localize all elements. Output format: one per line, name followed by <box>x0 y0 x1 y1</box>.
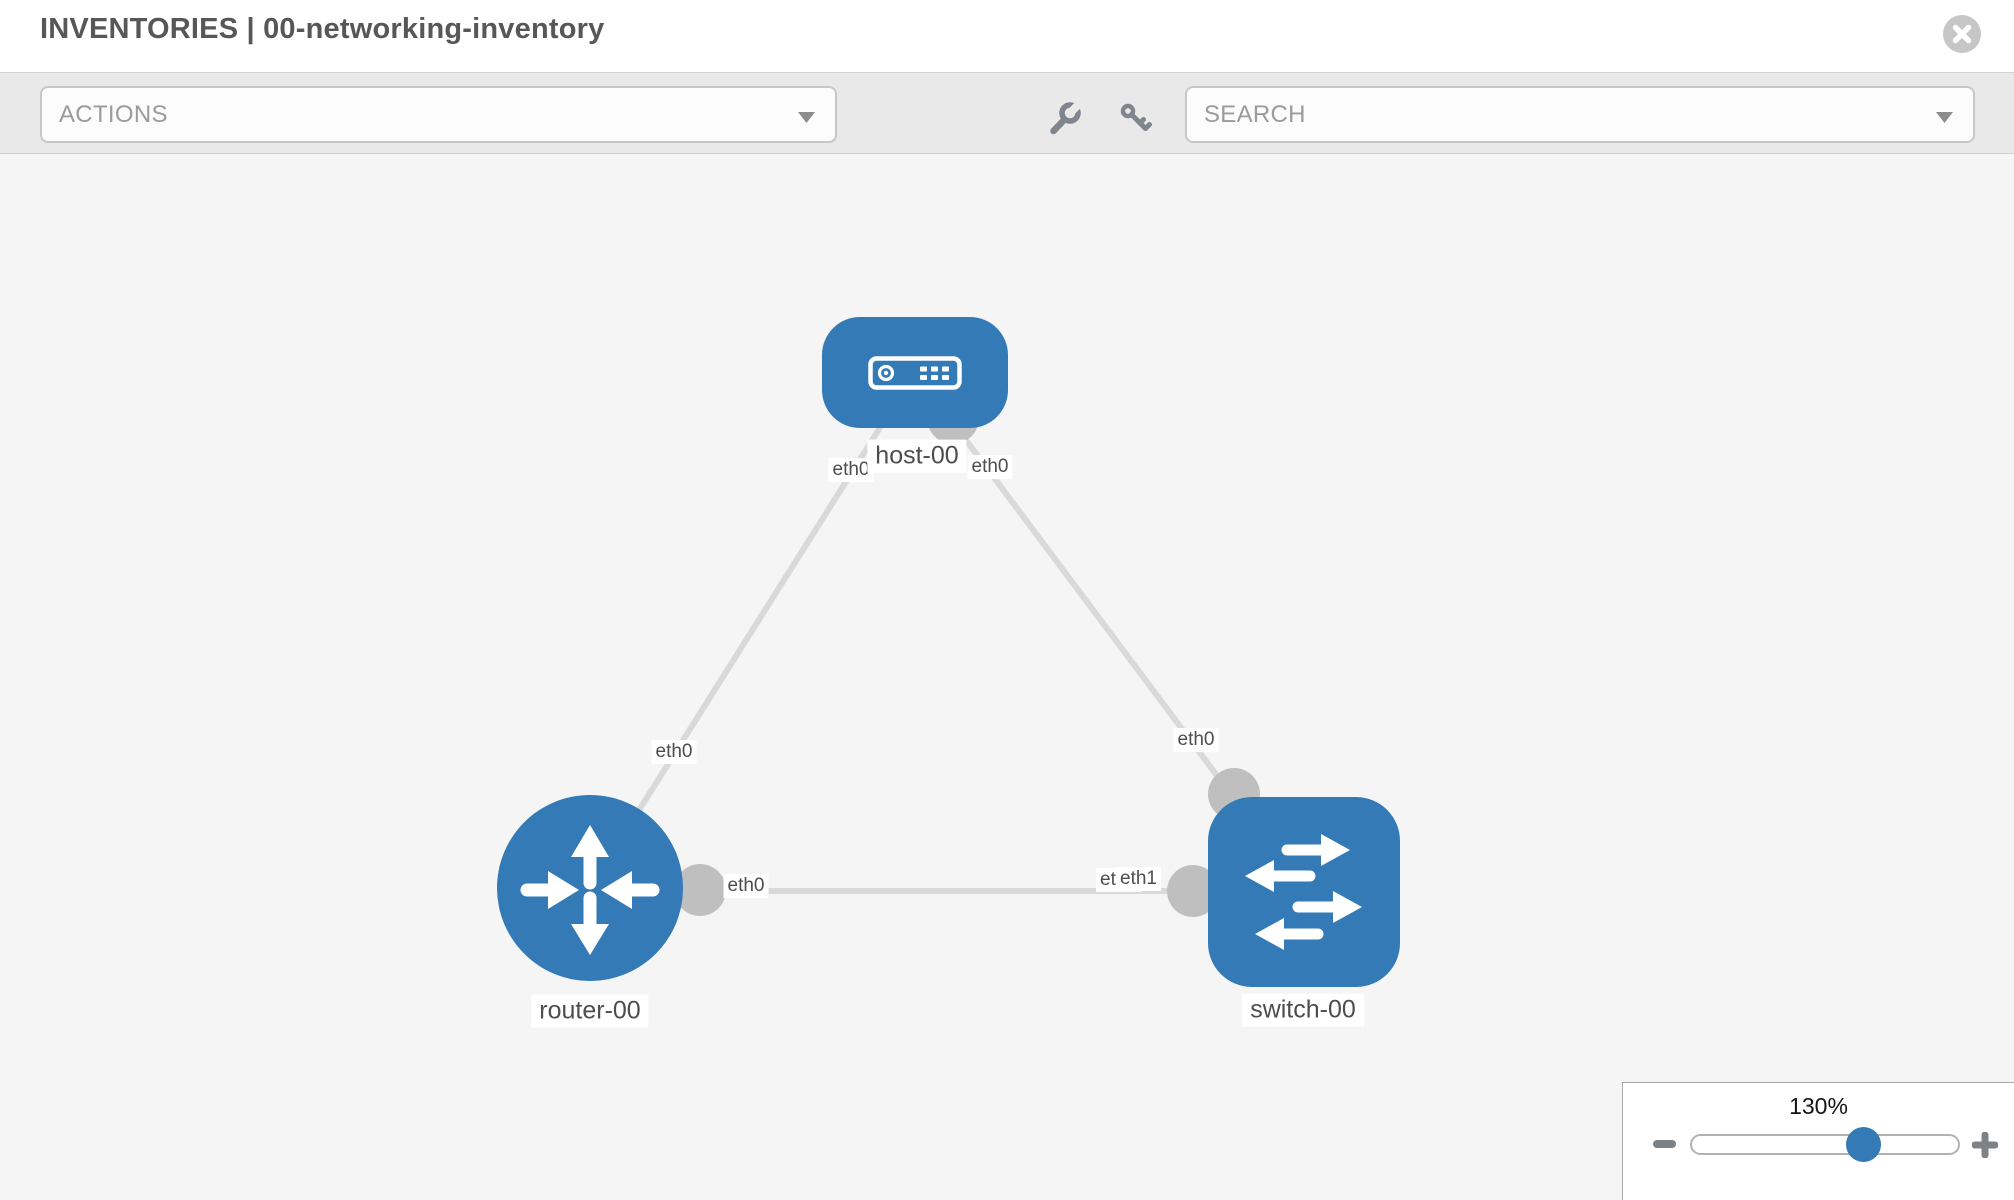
chevron-down-icon <box>1936 112 1953 123</box>
node-router-00[interactable] <box>497 795 683 981</box>
wrench-icon <box>1050 99 1083 134</box>
node-host-00[interactable] <box>822 317 1008 428</box>
wrench-button[interactable] <box>1045 99 1085 139</box>
link-endpoint <box>1167 865 1219 917</box>
key-icon <box>1120 103 1152 131</box>
toolbar: ACTIONS SEARCH <box>0 72 2014 154</box>
iface-label-diag-switch: eth0 <box>1173 728 1219 752</box>
iface-label-host-left: eth0 <box>828 458 874 482</box>
search-dropdown[interactable]: SEARCH <box>1185 86 1975 143</box>
topology-canvas[interactable]: host-00 router-00 switch-00 eth0 eth0 et… <box>0 154 2014 1200</box>
router-icon <box>520 825 660 955</box>
topology-links <box>587 370 1307 917</box>
actions-dropdown-label: ACTIONS <box>59 100 168 128</box>
iface-label-switch-over: eth1 <box>1116 867 1161 891</box>
search-dropdown-label: SEARCH <box>1204 100 1306 128</box>
zoom-in-icon <box>1971 1131 1999 1159</box>
key-button[interactable] <box>1115 99 1155 139</box>
iface-label-diag-router: eth0 <box>651 740 697 764</box>
zoom-out-button[interactable] <box>1653 1140 1676 1148</box>
link-endpoint <box>674 864 726 916</box>
host-icon <box>868 355 962 390</box>
close-button[interactable] <box>1943 15 1981 53</box>
zoom-slider[interactable] <box>1690 1127 1960 1162</box>
zoom-in-button[interactable] <box>1971 1131 1999 1159</box>
node-switch-00[interactable] <box>1208 797 1400 987</box>
node-label-router: router-00 <box>531 994 649 1028</box>
close-icon <box>1943 15 1981 53</box>
zoom-panel: 130% <box>1622 1082 2014 1200</box>
switch-icon <box>1245 834 1362 950</box>
header: INVENTORIES | 00-networking-inventory <box>0 0 2014 72</box>
actions-dropdown[interactable]: ACTIONS <box>40 86 837 143</box>
zoom-slider-row <box>1623 1127 2014 1174</box>
zoom-level: 130% <box>1789 1093 1848 1119</box>
iface-label-horiz-router: eth0 <box>723 874 769 898</box>
node-label-host: host-00 <box>867 439 967 473</box>
node-label-switch: switch-00 <box>1242 993 1364 1027</box>
iface-label-host-right: eth0 <box>967 455 1013 479</box>
page-title: INVENTORIES | 00-networking-inventory <box>40 13 605 45</box>
chevron-down-icon <box>798 112 815 123</box>
zoom-slider-thumb[interactable] <box>1846 1127 1881 1162</box>
